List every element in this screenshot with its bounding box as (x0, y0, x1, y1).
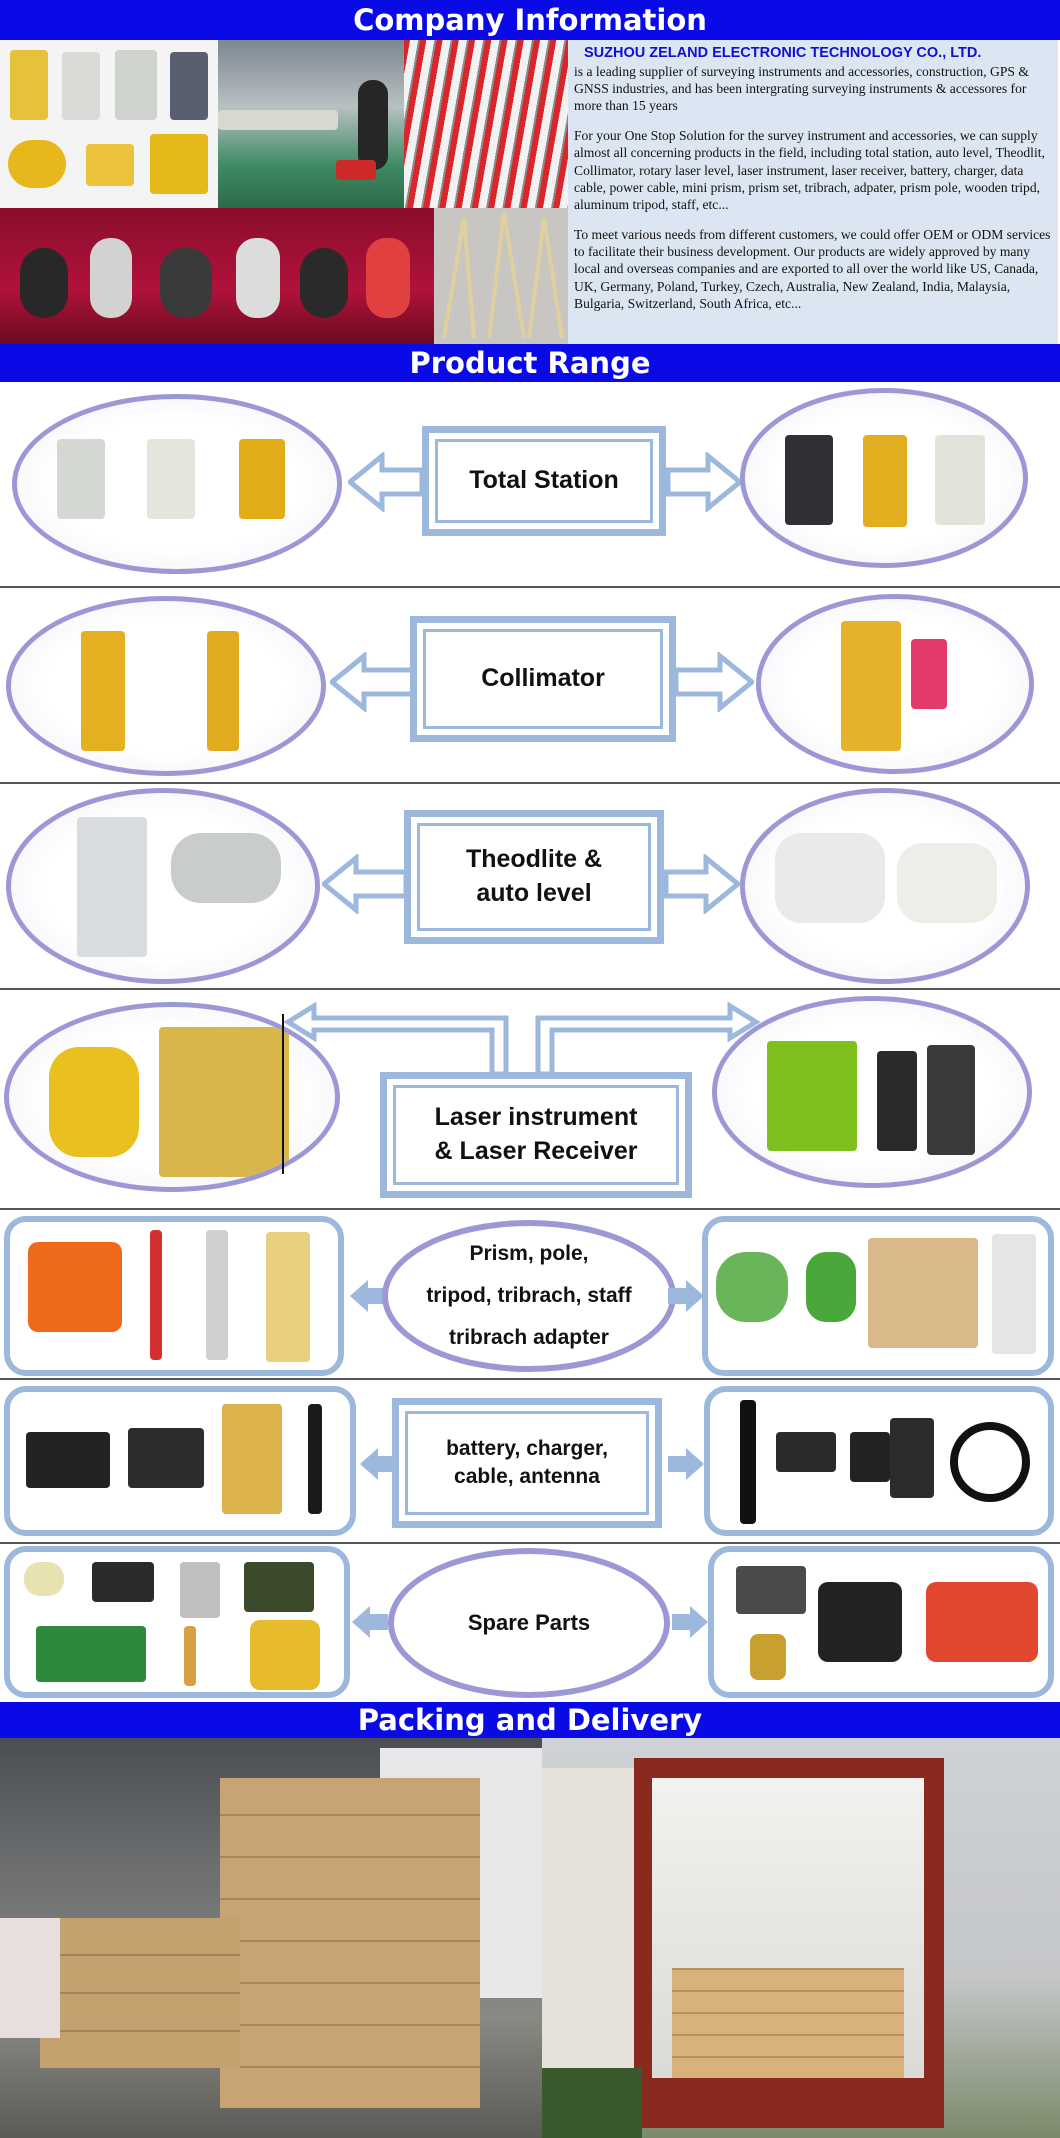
laser-left-ellipse (4, 1002, 340, 1192)
company-name: SUZHOU ZELAND ELECTRONIC TECHNOLOGY CO.,… (584, 45, 982, 61)
total-station-row: Total Station (0, 382, 1060, 586)
row-divider (0, 1208, 1060, 1210)
container-loading-photo (542, 1738, 1060, 2138)
total-station-right-ellipse (740, 388, 1028, 568)
battery-label: battery, charger, cable, antenna (392, 1398, 662, 1528)
company-export-text: To meet various needs from different cus… (574, 226, 1051, 312)
right-chevron-icon (668, 1448, 704, 1480)
left-arrow-icon (322, 854, 408, 914)
left-chevron-icon (350, 1280, 386, 1312)
company-intro: is a leading supplier of surveying instr… (574, 63, 1029, 114)
theodolite-left-ellipse (6, 788, 320, 984)
row-divider (0, 782, 1060, 784)
row-divider (0, 988, 1060, 990)
right-chevron-icon (668, 1280, 704, 1312)
product-range-banner: Product Range (0, 344, 1060, 382)
right-arrow-icon (674, 652, 754, 712)
row-divider (0, 1378, 1060, 1380)
spare-parts-row: Spare Parts (0, 1544, 1060, 1702)
battery-row: battery, charger, cable, antenna (0, 1380, 1060, 1542)
row-divider (0, 586, 1060, 588)
theodolite-label: Theodlite & auto level (404, 810, 664, 944)
company-description: SUZHOU ZELAND ELECTRONIC TECHNOLOGY CO.,… (568, 40, 1058, 344)
total-station-left-ellipse (12, 394, 342, 574)
tribrach-display-photo (0, 208, 434, 344)
left-chevron-icon (360, 1448, 396, 1480)
left-chevron-icon (352, 1606, 388, 1638)
collimator-label: Collimator (410, 616, 676, 742)
spare-right-box (708, 1546, 1054, 1698)
prism-row: Prism, pole, tripod, tribrach, staff tri… (0, 1210, 1060, 1378)
spare-parts-label: Spare Parts (388, 1548, 670, 1698)
prism-right-box (702, 1216, 1054, 1376)
collimator-left-ellipse (6, 596, 326, 776)
right-arrow-icon (664, 854, 740, 914)
left-arrow-icon (330, 652, 416, 712)
prism-left-box (4, 1216, 344, 1376)
right-chevron-icon (672, 1606, 708, 1638)
battery-left-box (4, 1386, 356, 1536)
laser-row: Laser instrument & Laser Receiver (0, 990, 1060, 1208)
laser-label: Laser instrument & Laser Receiver (380, 1072, 692, 1198)
collimator-right-ellipse (756, 594, 1034, 774)
spare-left-box (4, 1546, 350, 1698)
company-info-banner: Company Information (0, 0, 1060, 40)
prism-poles-photo (404, 40, 568, 208)
factory-line-photo (218, 40, 404, 208)
battery-right-box (704, 1386, 1054, 1536)
theodolite-row: Theodlite & auto level (0, 784, 1060, 988)
tripods-photo (434, 208, 568, 344)
right-arrow-icon (666, 452, 742, 512)
theodolite-right-ellipse (740, 788, 1030, 984)
left-arrow-icon (348, 452, 424, 512)
prism-label: Prism, pole, tripod, tribrach, staff tri… (382, 1220, 676, 1372)
laser-connector-arrows (284, 1001, 761, 1076)
instruments-photo (0, 40, 218, 208)
collimator-row: Collimator (0, 588, 1060, 782)
left-divider-line (282, 1014, 284, 1174)
warehouse-photo (0, 1738, 542, 2138)
row-divider (0, 1542, 1060, 1544)
total-station-label: Total Station (422, 426, 666, 536)
company-products-text: For your One Stop Solution for the surve… (574, 127, 1045, 213)
laser-right-ellipse (712, 996, 1032, 1188)
packing-delivery-banner: Packing and Delivery (0, 1702, 1060, 1738)
